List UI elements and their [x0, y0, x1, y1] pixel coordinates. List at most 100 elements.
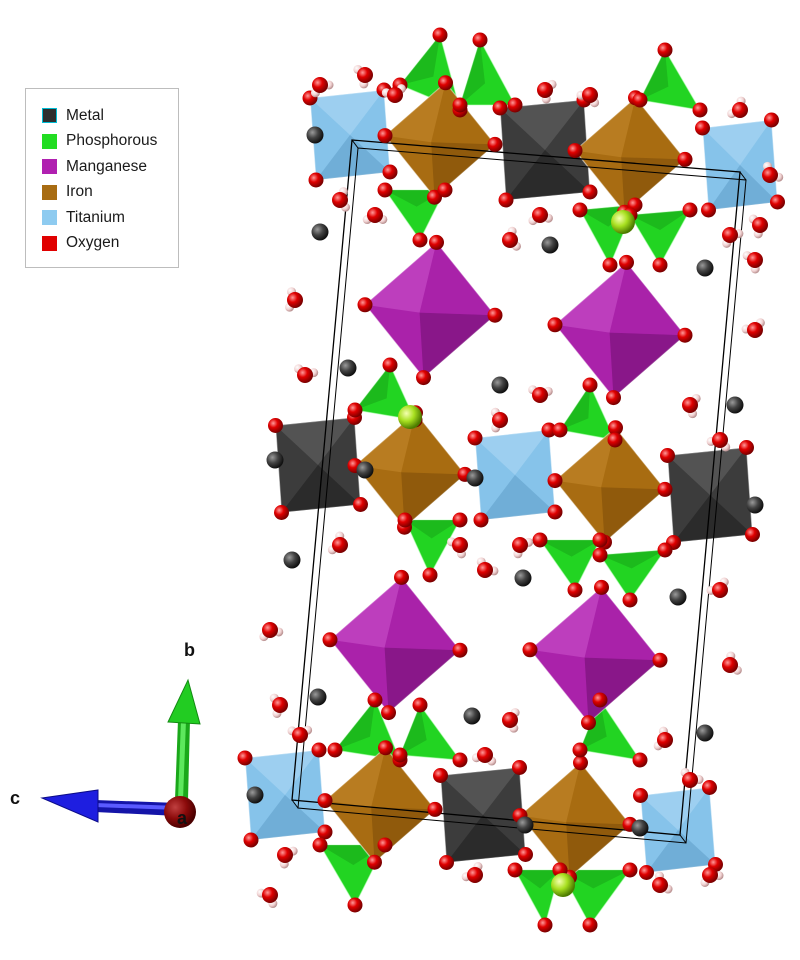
- oxygen-atom: [567, 582, 583, 598]
- oxygen-atom: [541, 422, 557, 438]
- legend-swatch-phosphorous: [42, 133, 57, 149]
- iron-octahedron: [554, 426, 666, 544]
- oxygen-atom: [427, 801, 443, 817]
- legend-swatch-titanium: [42, 210, 57, 226]
- metal-atom: [463, 707, 481, 725]
- oxygen-atom: [764, 112, 779, 128]
- metal-octahedron-face: [440, 767, 520, 815]
- oxygen-atom: [507, 97, 523, 113]
- water-oxygen-atom: [747, 322, 763, 338]
- oxygen-atom: [607, 432, 623, 448]
- water-oxygen-atom: [292, 727, 308, 743]
- polyhedra-layer: [244, 33, 779, 927]
- legend-label: Manganese: [66, 157, 148, 175]
- oxygen-atom: [268, 418, 283, 433]
- water-oxygen-atom: [387, 87, 403, 103]
- water-oxygen-atom: [752, 217, 768, 233]
- oxygen-atom: [377, 837, 393, 853]
- phosphate-tetrahedron-face: [400, 35, 440, 85]
- oxygen-atom: [438, 75, 453, 91]
- phosphate-tetrahedron: [629, 209, 691, 267]
- oxygen-atom: [308, 172, 324, 188]
- legend-swatch-iron: [42, 184, 57, 200]
- metal-atom: [309, 688, 327, 706]
- metal-octahedron: [439, 766, 527, 864]
- phosphate-tetrahedron-face: [355, 365, 390, 410]
- water-oxygen-atom: [682, 397, 698, 413]
- oxygen-atom: [582, 184, 598, 200]
- oxygen-atom: [512, 760, 527, 775]
- oxygen-atom: [594, 579, 609, 595]
- metal-atom: [516, 816, 534, 834]
- iron-octahedron-face: [520, 762, 581, 823]
- oxygen-atom: [392, 747, 408, 763]
- iron-octahedron-face: [566, 822, 630, 878]
- titanium-octahedron: [244, 749, 326, 841]
- metal-atom: [696, 259, 714, 277]
- oxygen-atom: [745, 527, 760, 542]
- oxygen-atom: [394, 569, 409, 585]
- metal-octahedron-face: [275, 417, 355, 465]
- b-axis-arrow: [167, 678, 201, 800]
- oxygen-atom: [632, 752, 648, 768]
- manganese-octahedron: [364, 241, 496, 379]
- oxygen-atom: [452, 642, 468, 658]
- water-oxygen-atom: [512, 537, 528, 553]
- legend-item-metal: Metal: [42, 103, 178, 129]
- atoms-layer: [237, 27, 785, 933]
- titanium-octahedron: [701, 119, 779, 211]
- water-oxygen-atom: [272, 697, 288, 713]
- iron-octahedron-face: [355, 412, 416, 473]
- metal-atom: [266, 451, 284, 469]
- oxygen-atom: [427, 189, 442, 205]
- titanium-octahedron-face: [702, 120, 772, 165]
- water-oxygen-atom: [277, 847, 293, 863]
- manganese-octahedron-face: [384, 577, 460, 651]
- oxygen-atom: [382, 357, 398, 373]
- oxygen-atom: [582, 377, 598, 393]
- iron-octahedron-face: [601, 487, 665, 543]
- manganese-octahedron: [329, 576, 461, 714]
- oxygen-atom: [657, 42, 673, 58]
- water-oxygen-atom: [582, 87, 598, 103]
- oxygen-atom: [592, 547, 608, 563]
- oxygen-atom: [347, 402, 363, 418]
- phosphate-tetrahedron-face: [540, 540, 600, 557]
- water-oxygen-atom: [357, 67, 373, 83]
- oxygen-atom: [622, 592, 638, 608]
- oxygen-atom: [312, 837, 328, 853]
- unit-cell-edge: [351, 139, 359, 149]
- axis-triad: a b c: [10, 640, 201, 828]
- oxygen-atom: [592, 532, 608, 548]
- legend-label: Metal: [66, 106, 104, 124]
- oxygen-atom: [692, 102, 708, 118]
- metal-octahedron: [499, 99, 591, 201]
- oxygen-atom: [487, 307, 503, 323]
- water-oxygen-atom: [732, 102, 748, 118]
- legend-item-iron: Iron: [42, 180, 178, 206]
- oxygen-atom: [547, 504, 563, 520]
- oxygen-atom: [602, 257, 618, 273]
- oxygen-atom: [701, 202, 716, 218]
- manganese-octahedron-face: [609, 262, 685, 336]
- oxygen-atom: [572, 742, 588, 758]
- oxygen-atom: [377, 182, 393, 198]
- water-oxygen-atom: [287, 292, 303, 308]
- metal-atom: [311, 223, 329, 241]
- oxygen-atom: [660, 448, 675, 463]
- iron-octahedron: [519, 761, 631, 879]
- oxygen-atom: [498, 192, 514, 208]
- manganese-octahedron-face: [419, 312, 495, 378]
- titanium-octahedron-face: [316, 135, 390, 180]
- water-oxygen-atom: [452, 537, 468, 553]
- manganese-octahedron-face: [609, 332, 685, 398]
- iron-octahedron-face: [401, 472, 465, 528]
- water-oxygen-atom: [332, 192, 348, 208]
- metal-atom: [356, 461, 374, 479]
- water-oxygen-atom: [502, 232, 518, 248]
- phosphate-tetrahedron-face: [515, 870, 560, 889]
- iron-octahedron-face: [325, 747, 386, 808]
- legend-label: Phosphorous: [66, 132, 158, 150]
- water-oxygen-atom: [652, 877, 668, 893]
- oxygen-atom: [397, 512, 413, 528]
